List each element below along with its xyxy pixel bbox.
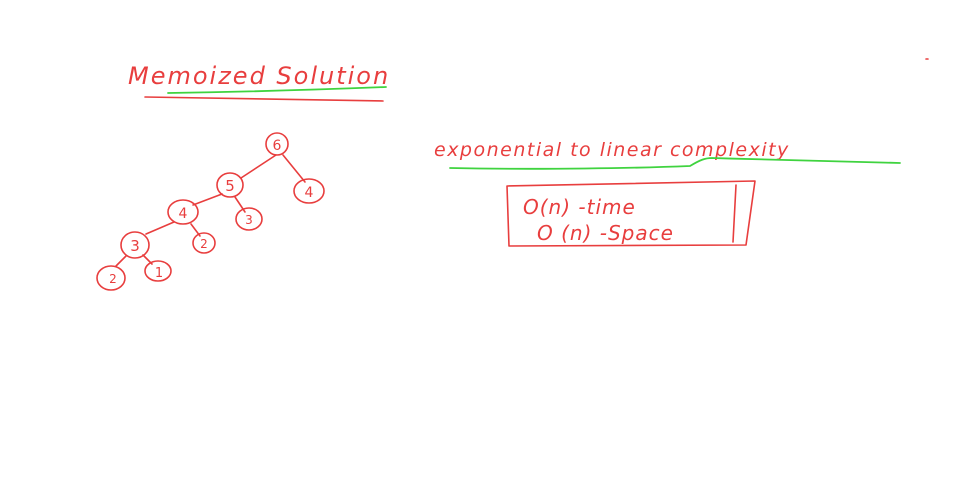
tree-node-5: 5: [216, 172, 244, 198]
node-label: 2: [200, 237, 208, 251]
tree-node-2: 2: [96, 265, 126, 291]
edge-3-2: [115, 255, 127, 267]
box-line-space: O (n) -Space: [537, 221, 674, 245]
box-inner-line: [732, 184, 737, 243]
complexity-underline-green: [449, 157, 901, 170]
box-outline: [506, 180, 756, 247]
edge-4-3: [145, 221, 175, 235]
tree-edges: [115, 154, 306, 267]
node-label: 1: [155, 266, 163, 281]
tree-node-1: 1: [144, 260, 172, 282]
tree-node-3-right: 3: [235, 207, 263, 231]
node-label: 4: [179, 206, 188, 222]
node-label: 6: [273, 138, 282, 154]
edge-5-4: [192, 193, 223, 206]
node-label: 3: [245, 213, 253, 227]
node-label: 5: [225, 177, 235, 195]
complexity-heading: exponential to linear complexity: [434, 139, 790, 161]
node-label: 4: [305, 185, 314, 201]
tree-node-4: 4: [167, 199, 199, 225]
tree-node-3: 3: [120, 231, 150, 259]
tree-node-4-right: 4: [293, 178, 325, 204]
tree-node-2-right: 2: [192, 232, 216, 254]
edge-6-4: [282, 154, 306, 183]
node-label: 2: [109, 272, 117, 286]
title-underline-red: [144, 96, 384, 102]
complexity-box: O(n) -time O (n) -Space: [506, 180, 756, 247]
title-underline-green: [167, 86, 387, 94]
box-line-time: O(n) -time: [523, 195, 636, 219]
edge-6-5: [240, 154, 277, 179]
tree-node-6: 6: [265, 132, 289, 156]
title-text: Memoized Solution: [128, 62, 390, 90]
node-label: 3: [130, 237, 140, 255]
